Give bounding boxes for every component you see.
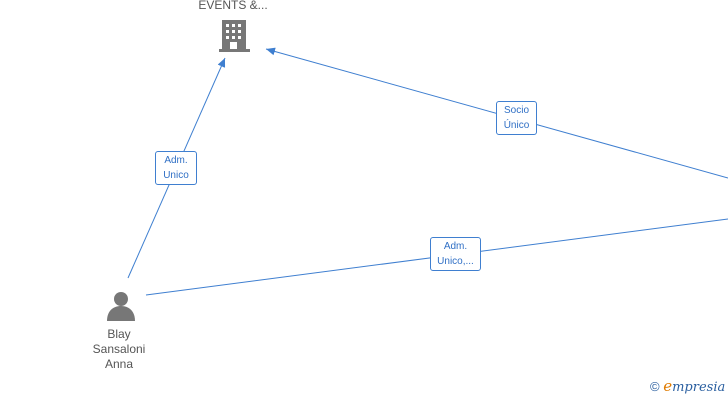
brand-initial: e [663,377,673,395]
building-icon[interactable] [219,20,250,52]
brand-name: mpresia [672,380,726,395]
edge-label-adm-unico[interactable]: Adm. Unico [155,151,197,185]
empresia-logo: © empresia [650,378,725,396]
person-icon[interactable] [107,292,135,321]
person-node-label[interactable]: Blay Sansaloni Anna [92,327,146,371]
company-node-label[interactable]: EVENTS &... [198,0,268,12]
edge-label-socio-unico[interactable]: Socio Único [496,101,537,135]
copyright-symbol: © [650,379,660,394]
edge-label-adm-unico-more[interactable]: Adm. Unico,... [430,237,481,271]
